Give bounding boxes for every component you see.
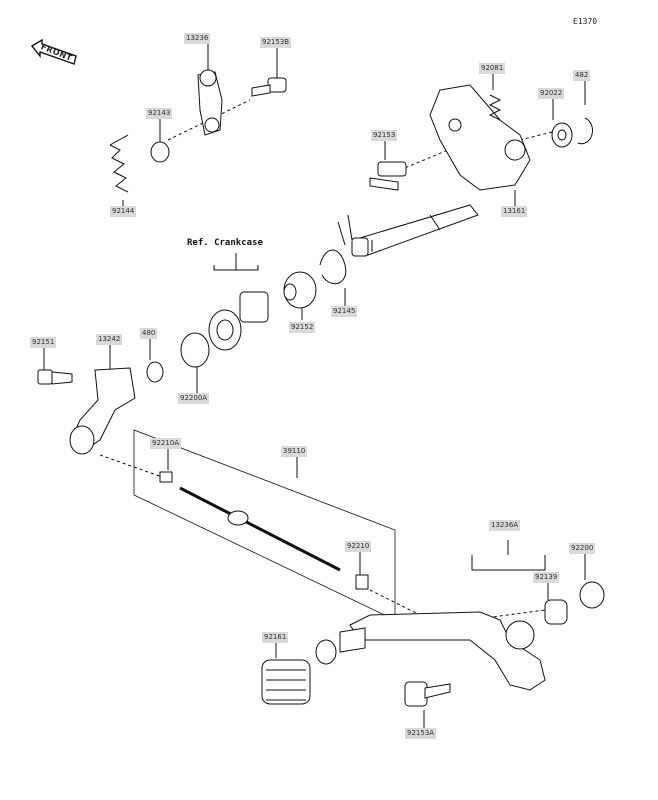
part-label-92153b: 92153B bbox=[260, 37, 292, 48]
part-label-92210: 92210 bbox=[345, 541, 372, 552]
diagram-id: E1370 bbox=[573, 17, 598, 26]
part-label-92200: 92200 bbox=[569, 543, 596, 554]
part-label-92144: 92144 bbox=[110, 206, 137, 217]
part-label-92161: 92161 bbox=[262, 632, 289, 643]
part-label-92200a: 92200A bbox=[178, 393, 210, 404]
part-label-480: 480 bbox=[140, 328, 158, 339]
ref-crankcase-label: Ref. Crankcase bbox=[187, 238, 263, 248]
part-label-92081: 92081 bbox=[479, 63, 506, 74]
part-label-92143: 92143 bbox=[146, 108, 173, 119]
part-label-92022: 92022 bbox=[538, 88, 565, 99]
part-label-39110: 39110 bbox=[281, 446, 308, 457]
part-label-92152: 92152 bbox=[289, 322, 316, 333]
front-direction-badge: FRONT bbox=[28, 36, 84, 72]
part-label-482: 482 bbox=[573, 70, 591, 81]
part-label-13242: 13242 bbox=[96, 334, 123, 345]
part-label-13236a: 13236A bbox=[489, 520, 521, 531]
part-label-92153a: 92153A bbox=[405, 728, 437, 739]
part-label-92210a: 92210A bbox=[150, 438, 182, 449]
part-label-13236: 13236 bbox=[184, 33, 211, 44]
front-arrow-icon bbox=[30, 38, 77, 65]
part-label-92153: 92153 bbox=[371, 130, 398, 141]
part-label-92151: 92151 bbox=[30, 337, 57, 348]
part-label-92139: 92139 bbox=[533, 572, 560, 583]
part-label-92145: 92145 bbox=[331, 306, 358, 317]
part-label-13161: 13161 bbox=[501, 206, 528, 217]
